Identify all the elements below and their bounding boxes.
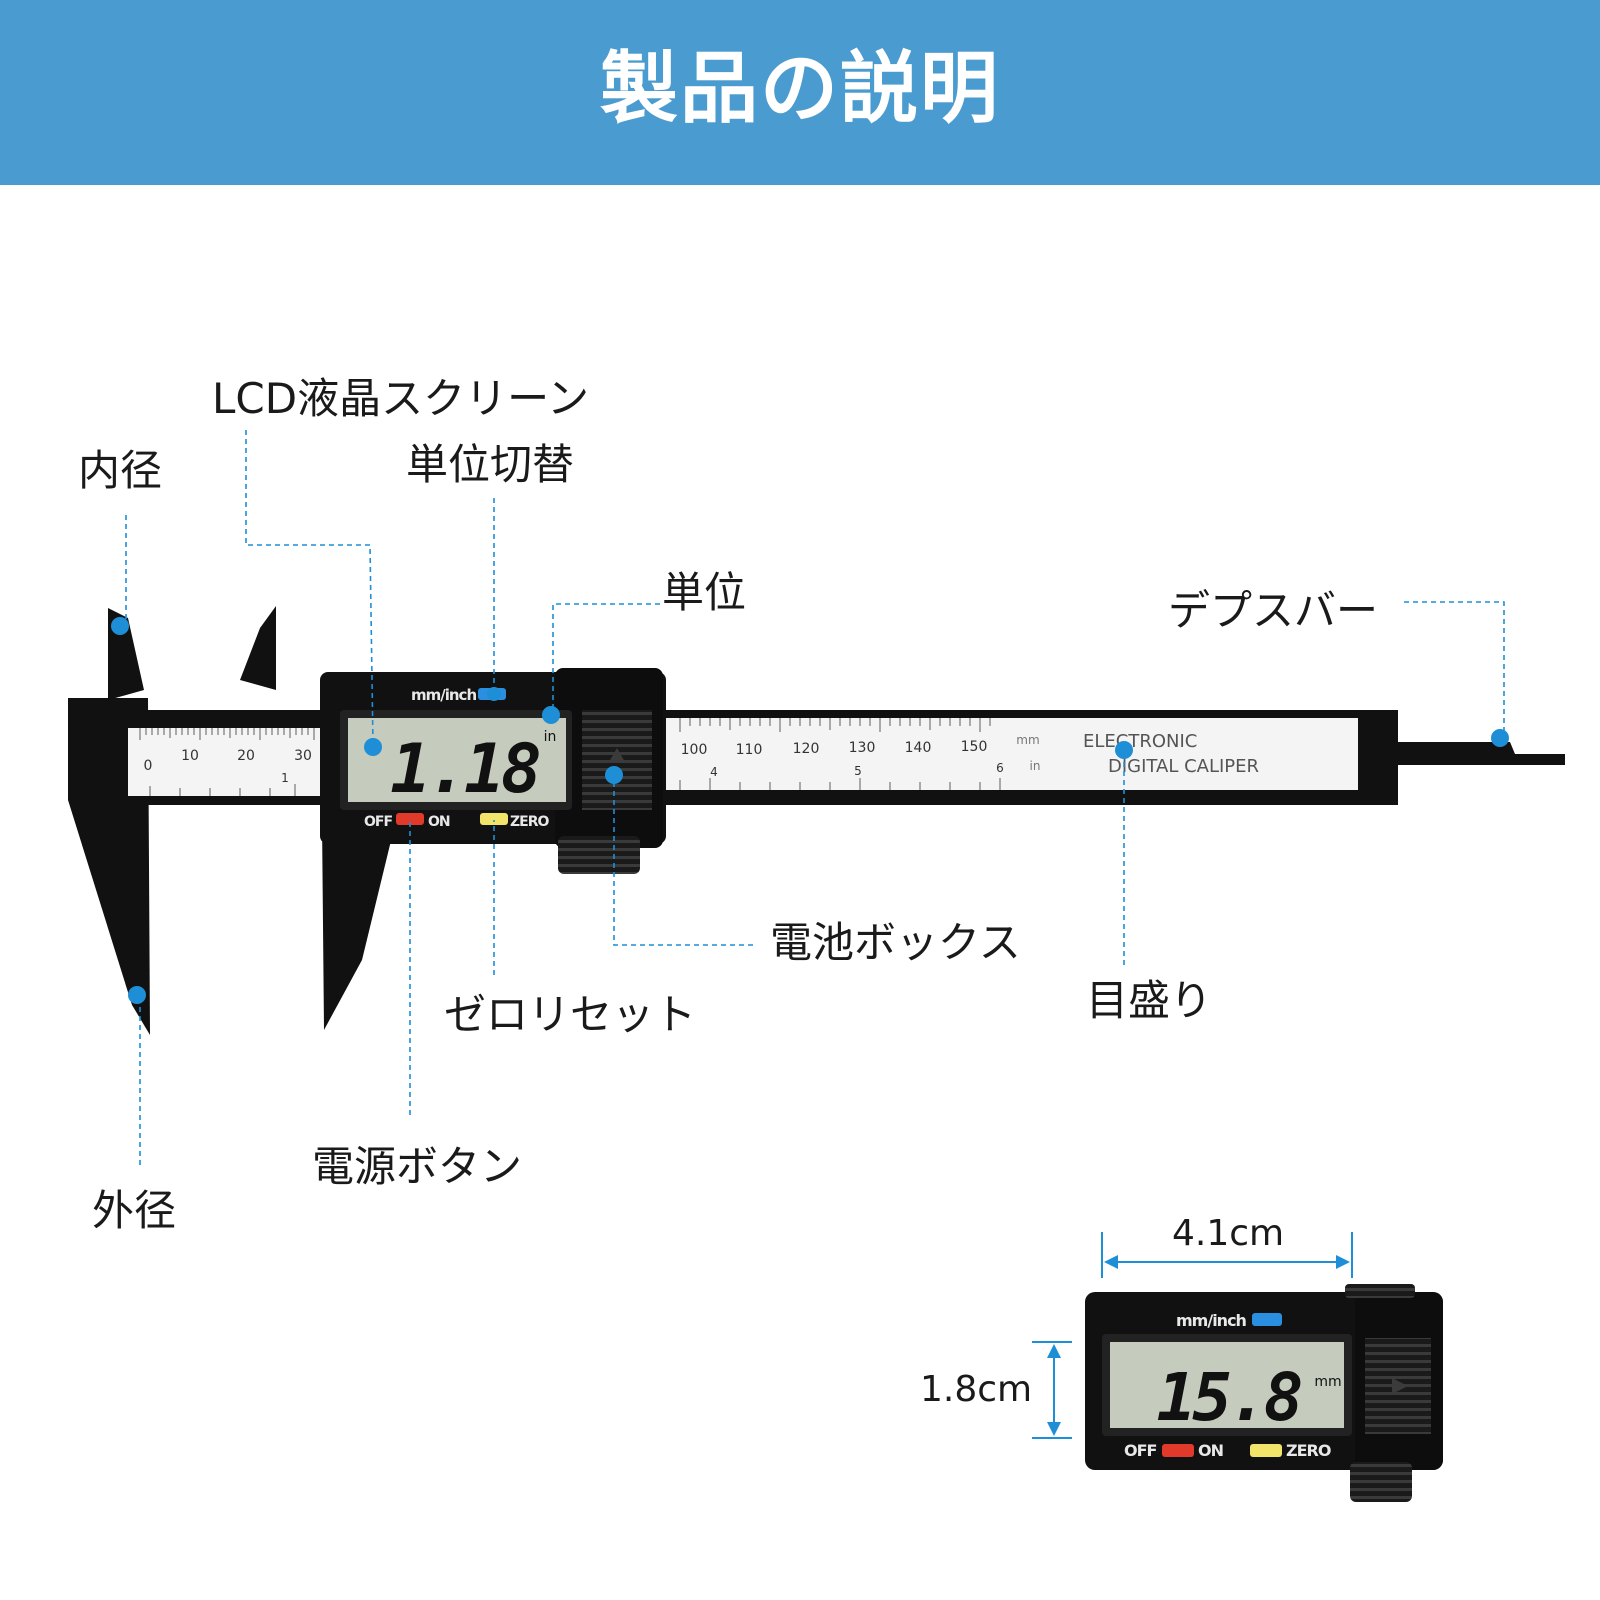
scale-unit-mm: mm (1016, 733, 1039, 747)
detail-off-label: OFF (1124, 1441, 1157, 1460)
detail-mode-button (1252, 1313, 1282, 1326)
off-label: OFF (364, 814, 392, 830)
battery-arrow (609, 748, 625, 762)
scale-in-1: 1 (281, 771, 289, 785)
caliper: 0 10 20 30 1 100 110 120 130 140 150 4 5… (68, 606, 1565, 1035)
lcd-value: 1.18 (390, 730, 539, 809)
depth-bar (1398, 742, 1565, 765)
dot-lcd-screen (364, 738, 382, 756)
mode-button-label: mm/inch (411, 686, 476, 704)
detail-battery-arrow (1392, 1378, 1408, 1394)
slider-inner-jaw (240, 606, 276, 690)
brand-line-2: DIGITAL CALIPER (1108, 756, 1259, 777)
label-zero-reset: ゼロリセット (444, 990, 697, 1039)
detail-lcd-screen (1110, 1342, 1344, 1428)
dot-outer-diameter (128, 986, 146, 1004)
scale-mm-110: 110 (736, 742, 763, 758)
dot-scale (1115, 741, 1133, 759)
scale-in-4: 4 (710, 765, 718, 779)
detail-mode-label: mm/inch (1176, 1311, 1247, 1330)
dot-battery-box (605, 766, 623, 784)
detail-zero-label: ZERO (1286, 1441, 1331, 1460)
label-scale: 目盛り (1086, 976, 1213, 1025)
scale-mm-120: 120 (793, 741, 820, 757)
height-arrow-top (1047, 1344, 1061, 1358)
lcd-screen (348, 718, 566, 802)
scale-mm-130: 130 (849, 740, 876, 756)
leader-depth-bar (1404, 601, 1505, 737)
width-arrow-left (1104, 1255, 1118, 1269)
leader-lcd-screen (245, 430, 374, 746)
leader-battery-box (613, 775, 753, 946)
detail-width-label: 4.1cm (1172, 1213, 1285, 1254)
height-arrow-bottom (1047, 1422, 1061, 1436)
label-unit: 単位 (662, 568, 747, 617)
dot-depth-bar (1491, 729, 1509, 747)
slider-outer-jaw (322, 820, 396, 1030)
brand-line-1: ELECTRONIC (1083, 731, 1197, 752)
page-title: 製品の説明 (599, 43, 1000, 134)
detail-thumb-wheel (1350, 1462, 1412, 1502)
scale-mm-20: 20 (237, 748, 255, 764)
on-label: ON (428, 814, 450, 830)
scale-in-5: 5 (854, 764, 862, 778)
scale-strip-right (665, 718, 1360, 790)
detail-zero-button (1250, 1444, 1282, 1457)
label-depth-bar: デプスバー (1168, 586, 1379, 635)
detail-power-button (1162, 1444, 1194, 1457)
label-power-button: 電源ボタン (312, 1142, 523, 1191)
beam-end-block (1358, 712, 1398, 794)
width-arrow-right (1336, 1255, 1350, 1269)
detail-height-label: 1.8cm (920, 1369, 1033, 1410)
zero-button[interactable] (480, 813, 508, 825)
lcd-unit: in (544, 729, 557, 745)
detail-lcd-unit: mm (1314, 1374, 1341, 1390)
label-outer-diameter: 外径 (92, 1186, 177, 1235)
scale-mm-140: 140 (905, 740, 932, 756)
label-battery-box: 電池ボックス (770, 918, 1021, 967)
label-lcd-screen: LCD液晶スクリーン (212, 374, 589, 423)
header-banner: 製品の説明 (0, 0, 1600, 185)
scale-mm-0: 0 (144, 758, 153, 774)
scale-mm-30: 30 (294, 748, 312, 764)
scale-mm-10: 10 (181, 748, 199, 764)
detail-top-grip (1345, 1284, 1415, 1298)
pointer-dots (111, 617, 1509, 1004)
detail-on-label: ON (1198, 1441, 1223, 1460)
dot-unit-switch (487, 687, 501, 701)
label-unit-switch: 単位切替 (406, 440, 575, 489)
leader-lines (125, 430, 1505, 1165)
scale-unit-in: in (1030, 759, 1041, 773)
label-inner-diameter: 内径 (78, 446, 163, 495)
scale-in-6: 6 (996, 761, 1004, 775)
scale-mm-150: 150 (961, 739, 988, 755)
scale-ticks (139, 718, 1001, 796)
zero-label: ZERO (510, 814, 549, 830)
scale-mm-100: 100 (681, 742, 708, 758)
detail-view: 15.8 mm mm/inch OFF ON ZERO (1032, 1232, 1443, 1502)
power-button[interactable] (396, 813, 424, 825)
dot-inner-diameter (111, 617, 129, 635)
detail-lcd-value: 15.8 (1157, 1359, 1301, 1436)
dot-unit (542, 706, 560, 724)
thumb-wheel (558, 836, 640, 874)
